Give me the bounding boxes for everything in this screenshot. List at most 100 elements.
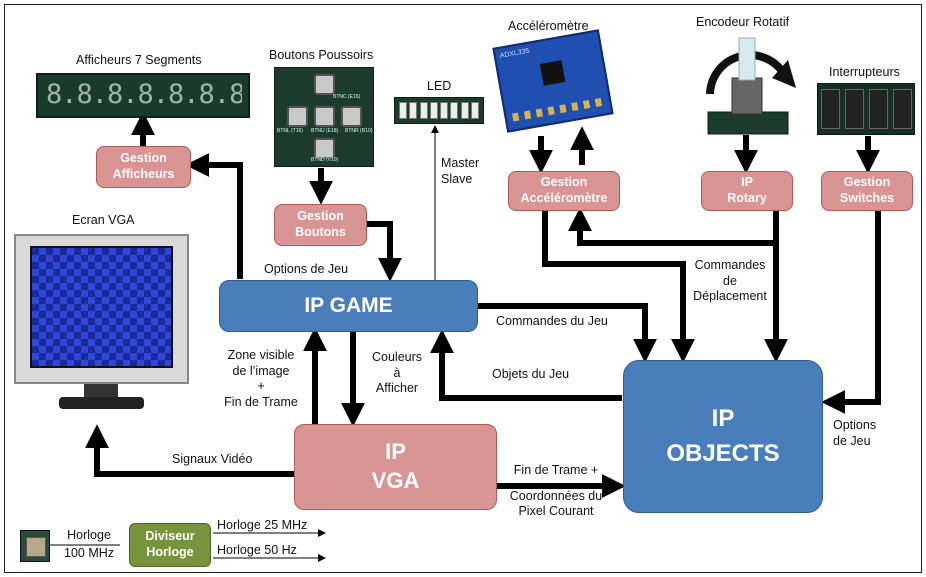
label-zone-visible: Zone visible de l’image + Fin de Trame	[220, 348, 302, 411]
block-line: Accéléromètre	[520, 191, 608, 205]
label-commandes-deplacement: Commandes de Déplacement	[685, 258, 775, 305]
title-afficheurs: Afficheurs 7 Segments	[76, 53, 202, 67]
label-horloge-100: Horloge 100 MHz	[64, 528, 114, 561]
block-line: Horloge	[146, 545, 194, 559]
ip-vga-block: IP VGA	[294, 424, 497, 510]
monitor-screen	[30, 246, 173, 368]
label-line: de l’image	[232, 363, 290, 378]
accelerometer-image: ADXL335	[491, 29, 614, 134]
led	[440, 102, 449, 119]
arrow-accel-to-objects	[542, 210, 695, 363]
label-line: de Jeu	[833, 433, 871, 448]
button-center	[314, 106, 335, 127]
push-buttons-board-image: BTNC (E16) BTNL (T16) BTNU (E18) BTNR (R…	[274, 67, 374, 167]
arrow-vga-to-screen	[85, 424, 295, 477]
label-line: Couleurs	[371, 350, 423, 364]
switch	[868, 89, 888, 129]
arrow-gestion-boutons-to-game	[367, 221, 402, 282]
label-line: Horloge	[67, 528, 111, 542]
label-signaux-video: Signaux Vidéo	[172, 452, 253, 466]
gestion-switches-block: Gestion Switches	[821, 171, 913, 211]
btn-label-c: BTNC (E16)	[333, 94, 361, 100]
label-horloge-25: Horloge 25 MHz	[217, 518, 308, 532]
arrow-objects-to-game	[430, 329, 622, 401]
diviseur-horloge-block: Diviseur Horloge	[129, 523, 211, 567]
led	[450, 102, 459, 119]
ip-game-title: IP GAME	[304, 294, 393, 317]
label-line: Déplacement	[693, 289, 767, 304]
label-line: Fin de Trame +	[513, 463, 599, 477]
block-line: IP	[741, 175, 753, 190]
monitor-base	[59, 397, 144, 409]
btn-label-d: BTND (V10)	[311, 157, 339, 163]
title-encodeur: Encodeur Rotatif	[696, 15, 790, 29]
led	[460, 102, 469, 119]
label-line: Slave	[441, 171, 473, 186]
label-commandes-du-jeu: Commandes du Jeu	[496, 314, 608, 328]
crystal-oscillator-image	[20, 530, 50, 562]
label-master-slave: Master Slave	[441, 156, 479, 187]
accelerometer-board: ADXL335	[492, 29, 614, 133]
block-line: Gestion	[540, 175, 588, 190]
label-line: Master	[441, 156, 480, 170]
monitor-stand	[84, 384, 118, 398]
label-couleurs-a-afficher: Couleurs à Afficher	[365, 350, 429, 397]
gestion-accelerometre-block: Gestion Accéléromètre	[508, 171, 620, 211]
seven-segment-display-image: 8.8.8.8.8.8.8.8.	[36, 73, 250, 118]
button-right	[341, 106, 362, 127]
label-line: à	[393, 365, 401, 380]
led	[399, 102, 408, 119]
ip-rotary-block: IP Rotary	[701, 171, 793, 211]
label-horloge-50: Horloge 50 Hz	[217, 543, 297, 557]
title-ecran: Ecran VGA	[72, 213, 135, 227]
label-line: Pixel Courant	[518, 504, 594, 519]
monitor-bezel	[14, 234, 189, 384]
label-line: Afficher	[375, 381, 419, 396]
button-left	[287, 106, 308, 127]
ip-game-block: IP GAME	[219, 280, 478, 332]
gestion-afficheurs-block: Gestion Afficheurs	[96, 146, 191, 188]
label-options-de-jeu-top: Options de Jeu	[264, 262, 349, 276]
block-line: OBJECTS	[666, 439, 780, 467]
label-fin-de-trame: Fin de Trame + Coordonnées du Pixel Cour…	[502, 463, 610, 520]
block-line: IP	[711, 404, 735, 432]
led	[470, 102, 479, 119]
title-interrupteurs: Interrupteurs	[829, 65, 900, 79]
ip-objects-block: IP OBJECTS	[623, 360, 823, 513]
switch	[892, 89, 912, 129]
button-down	[314, 138, 335, 159]
btn-label-u: BTNU (E18)	[311, 128, 339, 134]
label-line: Coordonnées du	[509, 488, 603, 503]
led-strip-image	[394, 97, 484, 124]
diagram-frame	[4, 4, 922, 573]
led	[409, 102, 418, 119]
block-line: IP	[385, 439, 406, 465]
seven-segment-digits: 8.8.8.8.8.8.8.8.	[46, 79, 242, 110]
block-line: Afficheurs	[112, 167, 175, 181]
block-line: Switches	[839, 191, 895, 205]
arrow-game-to-gestion-afficheurs	[185, 153, 243, 279]
block-line: Gestion	[297, 209, 344, 224]
accelerometer-label: ADXL335	[499, 47, 531, 60]
title-accelerometre: Accéléromètre	[508, 19, 589, 33]
switches-image	[817, 83, 915, 135]
led	[429, 102, 438, 119]
block-line: VGA	[371, 468, 420, 493]
label-objets-du-jeu: Objets du Jeu	[492, 367, 570, 381]
crystal-metal-can	[26, 537, 46, 557]
label-line: Options	[833, 418, 877, 432]
switch	[844, 89, 864, 129]
label-line: Zone visible	[227, 348, 295, 362]
label-line: Commandes	[694, 258, 766, 272]
arrow-game-to-objects	[478, 303, 657, 363]
block-line: Rotary	[727, 191, 767, 205]
label-line: Fin de Trame	[224, 394, 298, 409]
rotary-encoder-image	[692, 30, 802, 138]
label-line: 100 MHz	[64, 545, 115, 560]
accelerometer-chip	[539, 60, 566, 86]
arrow-rotary-to-accel	[568, 207, 779, 246]
arrow-switches-to-objects	[821, 210, 881, 414]
block-line: Gestion	[843, 175, 891, 190]
title-led: LED	[427, 79, 452, 93]
